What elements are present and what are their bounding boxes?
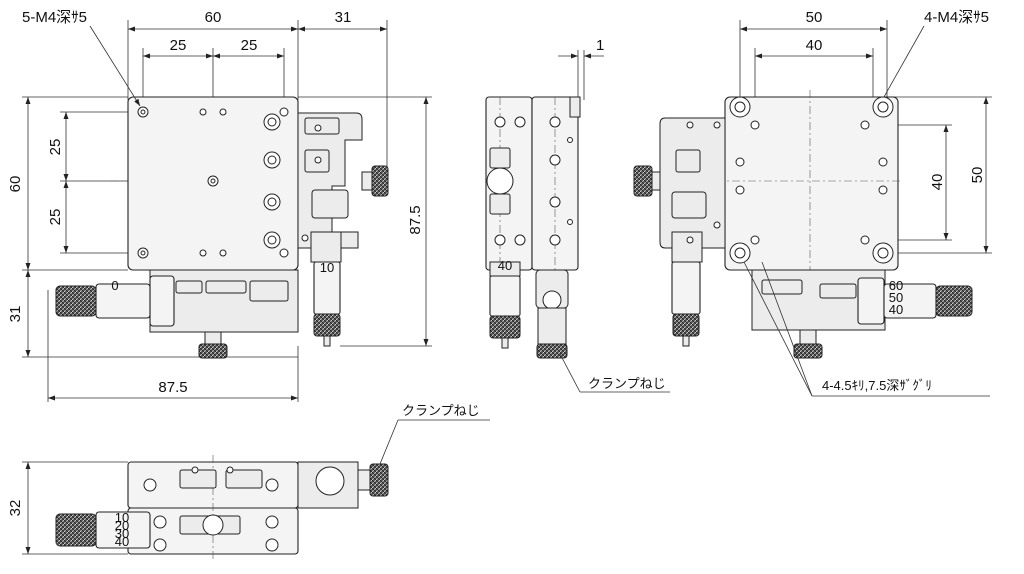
callout-clamp-side: クランプねじ bbox=[588, 376, 666, 391]
dim-top-31: 31 bbox=[335, 9, 352, 26]
bottom-view: 50 40 40 50 4-M4深ｻ5 bbox=[633, 9, 992, 397]
dim-left-25-bottom: 25 bbox=[47, 209, 64, 226]
scale-label: 0 bbox=[111, 278, 118, 293]
callout-5-m4: 5-M4深ｻ5 bbox=[22, 9, 87, 26]
top-view: 60 31 25 25 60 25 25 87.5 31 87.5 5-M4深ｻ… bbox=[7, 9, 432, 402]
scale-label: 10 bbox=[115, 510, 129, 525]
dim-right-87-5: 87.5 bbox=[407, 205, 424, 234]
dim-left-25-top: 25 bbox=[47, 139, 64, 156]
callout-4-m4: 4-M4深ｻ5 bbox=[924, 9, 989, 26]
bottom-view-holes bbox=[686, 96, 894, 264]
dim-bottom-87-5: 87.5 bbox=[158, 379, 187, 396]
scale-label: 40 bbox=[115, 534, 129, 549]
dim-front-32: 32 bbox=[7, 500, 24, 517]
dim-top-25-right: 25 bbox=[241, 37, 258, 54]
scale-label: 40 bbox=[889, 302, 903, 317]
callout-clamp-front: クランプねじ bbox=[402, 403, 480, 418]
callout-4-4-5: 4-4.5ｷﾘ,7.5深ｻﾞｸﾞﾘ bbox=[822, 378, 932, 393]
dim-side-1: 1 bbox=[596, 37, 604, 54]
dim-bottom-50: 50 bbox=[806, 9, 823, 26]
dim-top-25-left: 25 bbox=[170, 37, 187, 54]
side-view: 1 クランプねじ 40 bbox=[485, 37, 670, 393]
scale-label: 60 bbox=[889, 278, 903, 293]
dim-bottom-40: 40 bbox=[806, 37, 823, 54]
dim-left-31: 31 bbox=[7, 306, 24, 323]
scale-label: 30 bbox=[115, 526, 129, 541]
top-view-holes bbox=[137, 106, 322, 259]
dim-left-60: 60 bbox=[7, 176, 24, 193]
dim-right-50: 50 bbox=[969, 167, 986, 184]
dim-right-40: 40 bbox=[929, 174, 946, 191]
dim-top-60: 60 bbox=[205, 9, 222, 26]
scale-label: 20 bbox=[115, 518, 129, 533]
front-view: 32 クランプねじ 10 20 30 40 bbox=[7, 403, 490, 560]
scale-label: 10 bbox=[320, 260, 334, 275]
scale-label: 50 bbox=[889, 290, 903, 305]
scale-label: 40 bbox=[498, 258, 512, 273]
